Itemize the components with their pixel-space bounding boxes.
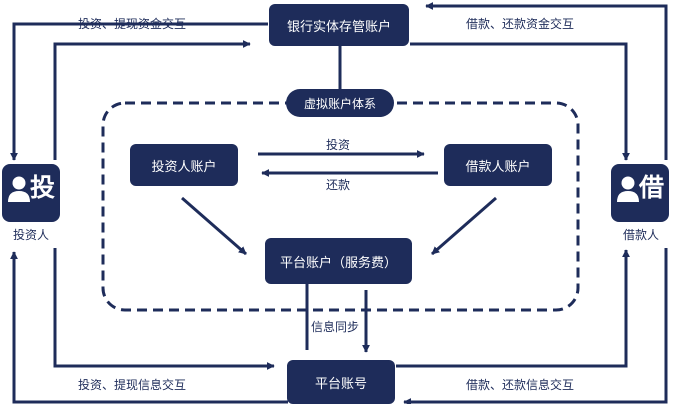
label-repay: 还款	[326, 178, 351, 192]
person-icon	[617, 176, 639, 202]
arrow-borrower-to-bank	[425, 2, 668, 160]
arrow-platform-id-to-investor	[10, 251, 288, 404]
label-borrow-repay-funds: 借款、还款资金交互	[466, 17, 575, 31]
arrow-investor-account-to-platform	[181, 196, 247, 256]
borrower-char: 借	[639, 173, 665, 202]
investor-label: 投资人	[12, 228, 49, 242]
arrow-investor-to-bank	[53, 40, 251, 160]
investor-char: 投	[30, 173, 56, 202]
investor-actor: 投	[2, 164, 60, 222]
label-info-sync: 信息同步	[310, 318, 361, 335]
arrow-investor-to-platform-id	[53, 248, 275, 370]
arrow-bank-to-borrower	[410, 42, 630, 161]
person-icon	[8, 176, 30, 202]
arrow-platform-id-to-borrower	[396, 249, 630, 368]
borrower-label: 借款人	[622, 228, 659, 242]
platform-account-service-fee: 平台账户（服务费）	[265, 238, 412, 284]
investor-account: 投资人账户	[130, 144, 238, 186]
label-borrow-repay-info: 借款、还款信息交互	[466, 378, 575, 392]
bank-custody-account: 银行实体存管账户	[269, 4, 409, 46]
arrow-bank-to-investor	[10, 22, 268, 161]
virtual-account-system: 虚拟账户体系	[286, 89, 394, 117]
label-invest-withdraw-info: 投资、提现信息交互	[78, 378, 187, 392]
borrower-account: 借款人账户	[444, 144, 552, 186]
borrower-actor: 借	[611, 164, 669, 222]
label-invest-withdraw-funds: 投资、提现资金交互	[78, 17, 187, 31]
label-invest: 投资	[326, 138, 351, 152]
platform-id: 平台账号	[287, 360, 395, 404]
arrow-borrower-account-to-platform	[431, 196, 497, 256]
arrow-borrower-to-platform-id	[403, 248, 668, 404]
